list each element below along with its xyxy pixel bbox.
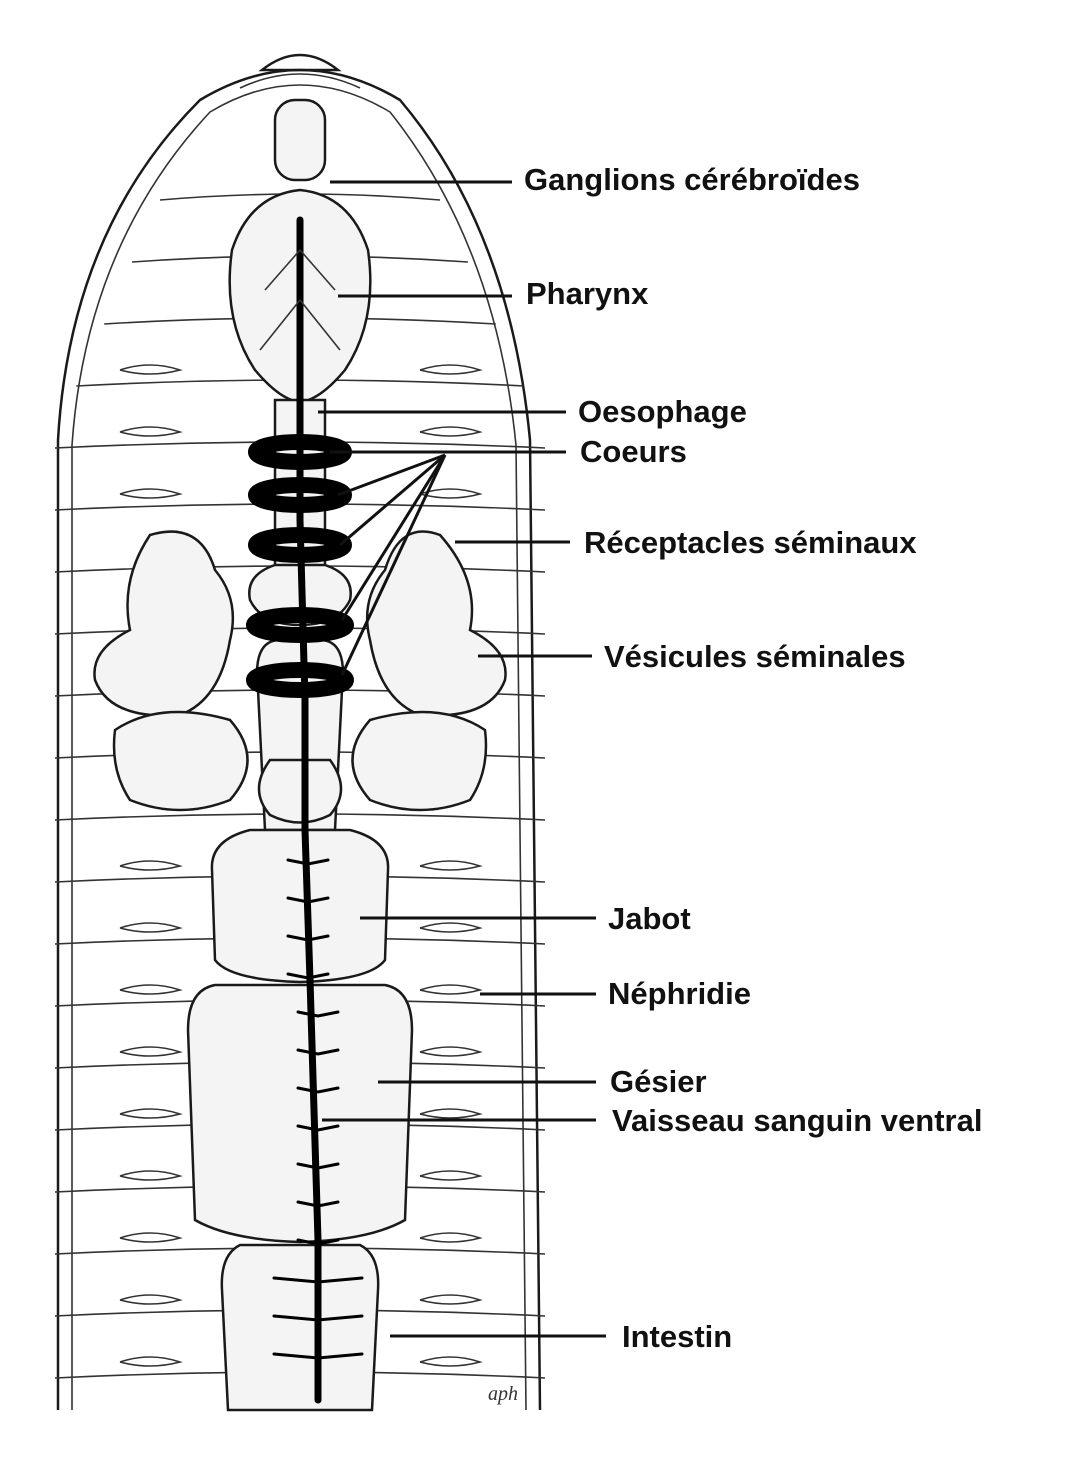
vessel-branch (272, 1352, 364, 1360)
nephridium (119, 1232, 183, 1243)
nephridium (419, 922, 483, 933)
nephridium (119, 426, 183, 437)
nephridium (119, 860, 183, 871)
label-ganglions: Ganglions cérébroïdes (524, 162, 860, 197)
nephridium (119, 922, 183, 933)
nephridium (119, 1294, 183, 1305)
vessel-branch (296, 1010, 340, 1018)
label-coeurs: Coeurs (580, 434, 687, 469)
vessel-branch (296, 1124, 340, 1132)
vessel-branch (286, 896, 330, 904)
nephridium (419, 984, 483, 995)
vessel-branch (296, 1200, 340, 1208)
nephridium (119, 1108, 183, 1119)
label-vesicules: Vésicules séminales (604, 639, 906, 674)
nephridium (119, 488, 183, 499)
vessel-branch (296, 1238, 340, 1246)
nephridium (419, 488, 483, 499)
nephridium (419, 426, 483, 437)
label-oesophage: Oesophage (578, 394, 747, 429)
nephridium (119, 984, 183, 995)
vessel-branch (296, 1162, 340, 1170)
vessel-branch (272, 1314, 364, 1322)
label-receptacles: Réceptacles séminaux (584, 525, 917, 560)
label-jabot: Jabot (608, 901, 691, 936)
nephridium (119, 1170, 183, 1181)
artist-signature: aph (488, 1383, 518, 1405)
vessel-branch (286, 934, 330, 942)
nephridia (119, 364, 483, 1367)
label-nephridie: Néphridie (608, 976, 751, 1011)
nephridium (419, 1108, 483, 1119)
vessel-branch (296, 1086, 340, 1094)
nephridium (419, 860, 483, 871)
ventral-blood-vessel (259, 216, 364, 1404)
nephridium (419, 364, 483, 375)
nephridium (119, 1356, 183, 1367)
nephridium (119, 1046, 183, 1057)
vessel-branch (286, 972, 330, 980)
seminal-vesicles (93, 530, 507, 812)
label-pharynx: Pharynx (526, 276, 649, 311)
worm-body (56, 53, 542, 1411)
nephridium (419, 1170, 483, 1181)
organ-labels: Ganglions cérébroïdes Pharynx Oesophage … (524, 162, 982, 1354)
label-gesier: Gésier (610, 1064, 707, 1099)
nephridium (419, 1046, 483, 1057)
leader-lines (318, 180, 606, 1338)
label-vaisseau: Vaisseau sanguin ventral (612, 1103, 982, 1138)
nephridium (419, 1294, 483, 1305)
vessel-branch (286, 858, 330, 866)
nephridium (419, 1356, 483, 1367)
nephridium (119, 364, 183, 375)
vessel-branch (272, 1276, 364, 1284)
label-intestin: Intestin (622, 1319, 732, 1354)
vessel-branch (296, 1048, 340, 1056)
nephridium (419, 1232, 483, 1243)
